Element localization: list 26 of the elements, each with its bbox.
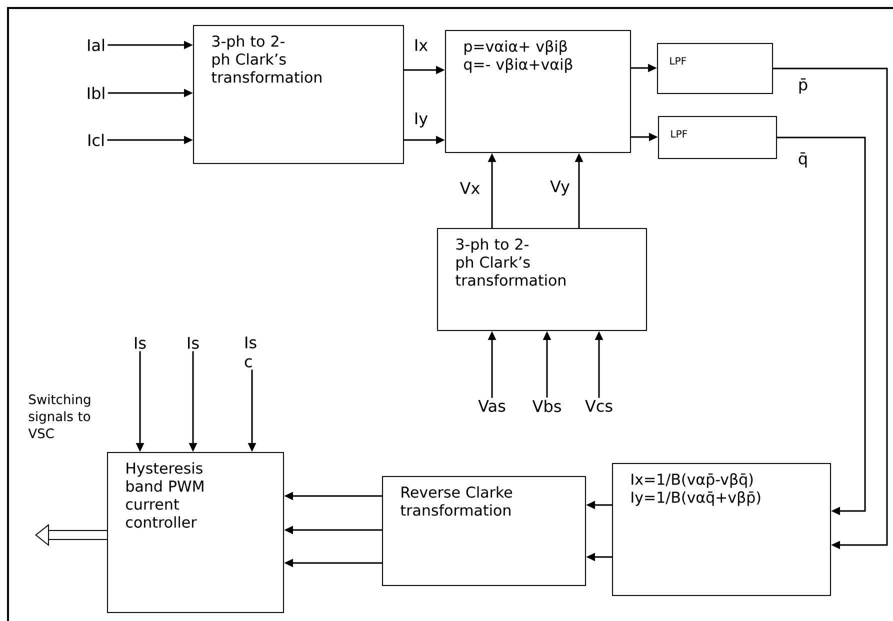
- signal-label: Vas: [478, 400, 506, 412]
- note-text: Switching signals to VSC: [28, 394, 90, 438]
- equation-box: Ix=1/B(vαp̄-vβq̄) Iy=1/B(vαq̄+vβp̄): [612, 463, 831, 596]
- signal-label: Vbs: [532, 400, 561, 412]
- process-box: 3-ph to 2-ph Clark’s transformation: [437, 228, 647, 331]
- edge-label: Iy: [412, 112, 430, 128]
- equation-box: p=vαiα+ vβiβ q=- vβiα+vαiβ: [445, 30, 631, 153]
- signal-label: Is: [188, 337, 199, 349]
- filter-box: LPF: [657, 43, 774, 94]
- signal-label: Ial: [88, 38, 104, 52]
- edge-label: Vy: [549, 180, 571, 196]
- arrow: [777, 136, 866, 516]
- signal-label: Ibl: [88, 86, 104, 100]
- signal-label: Icl: [88, 134, 104, 146]
- edge-label: p̄: [796, 77, 810, 95]
- arrow: [773, 68, 888, 550]
- signal-label: Vcs: [585, 400, 612, 412]
- controller-box: Hysteresis band PWM current controller: [107, 452, 284, 613]
- edge-label: q̄: [796, 151, 810, 169]
- signal-label: Is: [135, 337, 146, 349]
- edge-label: Vx: [458, 181, 482, 195]
- filter-box: LPF: [658, 116, 777, 159]
- signal-label: Is c: [244, 336, 256, 368]
- process-box: 3-ph to 2-ph Clark’s transformation: [193, 25, 404, 164]
- process-box: Reverse Clarke transformation: [382, 476, 586, 586]
- edge-label: Ix: [412, 38, 430, 52]
